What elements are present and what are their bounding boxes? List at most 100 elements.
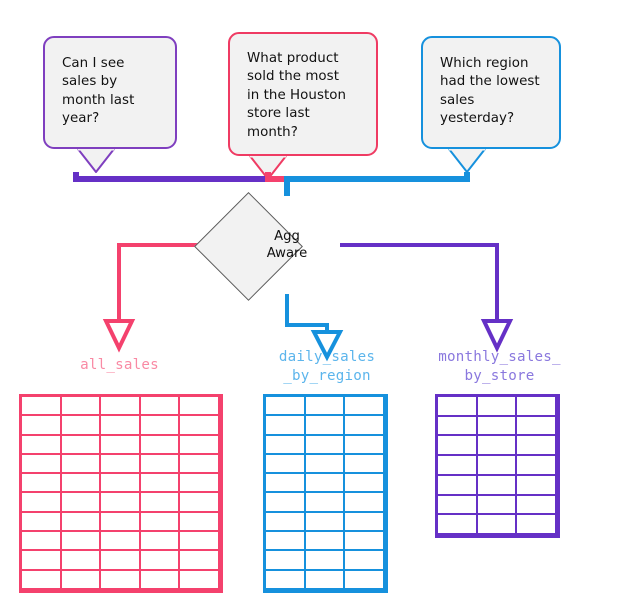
table-cell <box>345 551 385 571</box>
table-cell <box>180 416 220 436</box>
table-cell <box>22 435 62 455</box>
table-cell <box>266 570 306 590</box>
table-cell <box>477 416 518 437</box>
connector-purple-out <box>340 243 499 321</box>
table-cell <box>477 475 518 496</box>
table-cell <box>438 436 478 457</box>
table-cell <box>22 493 62 513</box>
question-text-region: Which region had the lowest sales yester… <box>440 56 540 127</box>
table-cell <box>180 570 220 590</box>
table-cell <box>140 474 181 494</box>
table-cell <box>61 397 102 417</box>
table-cell <box>517 475 557 496</box>
agg-aware-node[interactable]: Agg Aware <box>194 192 340 301</box>
table-grid-all-sales[interactable] <box>19 394 223 593</box>
table-cell <box>438 397 478 417</box>
table-cell <box>22 416 62 436</box>
table-cell <box>180 493 220 513</box>
bubble-tail-month <box>77 147 115 173</box>
table-cell <box>345 435 385 455</box>
table-cell <box>22 532 62 552</box>
table-cell <box>517 436 557 457</box>
table-cell <box>345 454 385 475</box>
connector-pink-in <box>265 172 287 182</box>
arrowhead-all-sales <box>102 319 136 353</box>
table-cell <box>140 435 181 455</box>
table-cell <box>517 416 557 437</box>
question-text-product: What product sold the most in the Housto… <box>247 51 347 140</box>
table-cell <box>22 551 62 571</box>
table-cell <box>140 397 181 417</box>
connector-purple-in <box>73 172 285 182</box>
table-cell <box>305 397 346 417</box>
table-cell <box>477 495 518 516</box>
table-cell <box>22 454 62 475</box>
table-cell <box>101 512 141 533</box>
table-cell <box>22 397 62 417</box>
table-cell <box>266 474 306 494</box>
table-cell <box>101 474 141 494</box>
table-cell <box>517 397 557 417</box>
table-cell <box>345 416 385 436</box>
table-cell <box>140 532 181 552</box>
table-label-all-sales: all_sales <box>80 357 159 373</box>
table-cell <box>180 532 220 552</box>
table-cell <box>22 474 62 494</box>
table-cell <box>438 515 478 535</box>
table-cell <box>305 493 346 513</box>
table-cell <box>180 397 220 417</box>
table-cell <box>266 435 306 455</box>
question-bubble-region[interactable]: Which region had the lowest sales yester… <box>421 36 561 149</box>
table-cell <box>438 475 478 496</box>
table-cell <box>345 493 385 513</box>
table-cell <box>345 474 385 494</box>
table-cell <box>61 416 102 436</box>
table-cell <box>180 435 220 455</box>
question-bubble-month[interactable]: Can I see sales by month last year? <box>43 36 177 149</box>
table-cell <box>305 435 346 455</box>
bubble-tail-region <box>448 147 486 173</box>
table-cell <box>101 532 141 552</box>
table-grid-daily-sales[interactable] <box>263 394 388 593</box>
table-cell <box>101 493 141 513</box>
table-cell <box>61 454 102 475</box>
table-cell <box>101 435 141 455</box>
table-cell <box>438 416 478 437</box>
question-bubble-product[interactable]: What product sold the most in the Housto… <box>228 32 378 156</box>
table-cell <box>517 456 557 476</box>
table-cell <box>140 551 181 571</box>
table-cell <box>305 474 346 494</box>
table-cell <box>180 551 220 571</box>
connector-blue-out <box>285 294 329 332</box>
table-cell <box>305 551 346 571</box>
table-cell <box>180 474 220 494</box>
table-cell <box>266 397 306 417</box>
table-cell <box>140 493 181 513</box>
table-cell <box>266 512 306 533</box>
table-cell <box>101 397 141 417</box>
arrowhead-daily-sales <box>310 330 344 362</box>
table-cell <box>305 570 346 590</box>
table-cell <box>517 495 557 516</box>
table-cell <box>305 454 346 475</box>
table-cell <box>477 436 518 457</box>
table-cell <box>61 493 102 513</box>
table-cell <box>61 532 102 552</box>
table-cell <box>266 532 306 552</box>
table-cell <box>345 570 385 590</box>
table-grid-monthly-sales[interactable] <box>435 394 560 538</box>
table-cell <box>180 454 220 475</box>
table-cell <box>61 435 102 455</box>
table-cell <box>345 397 385 417</box>
table-cell <box>477 397 518 417</box>
table-label-daily-sales: daily_sales _by_region <box>278 349 376 384</box>
table-cell <box>266 551 306 571</box>
table-cell <box>22 570 62 590</box>
table-cell <box>140 512 181 533</box>
table-cell <box>140 416 181 436</box>
arrowhead-monthly-sales <box>480 319 514 353</box>
table-cell <box>180 512 220 533</box>
table-cell <box>61 551 102 571</box>
